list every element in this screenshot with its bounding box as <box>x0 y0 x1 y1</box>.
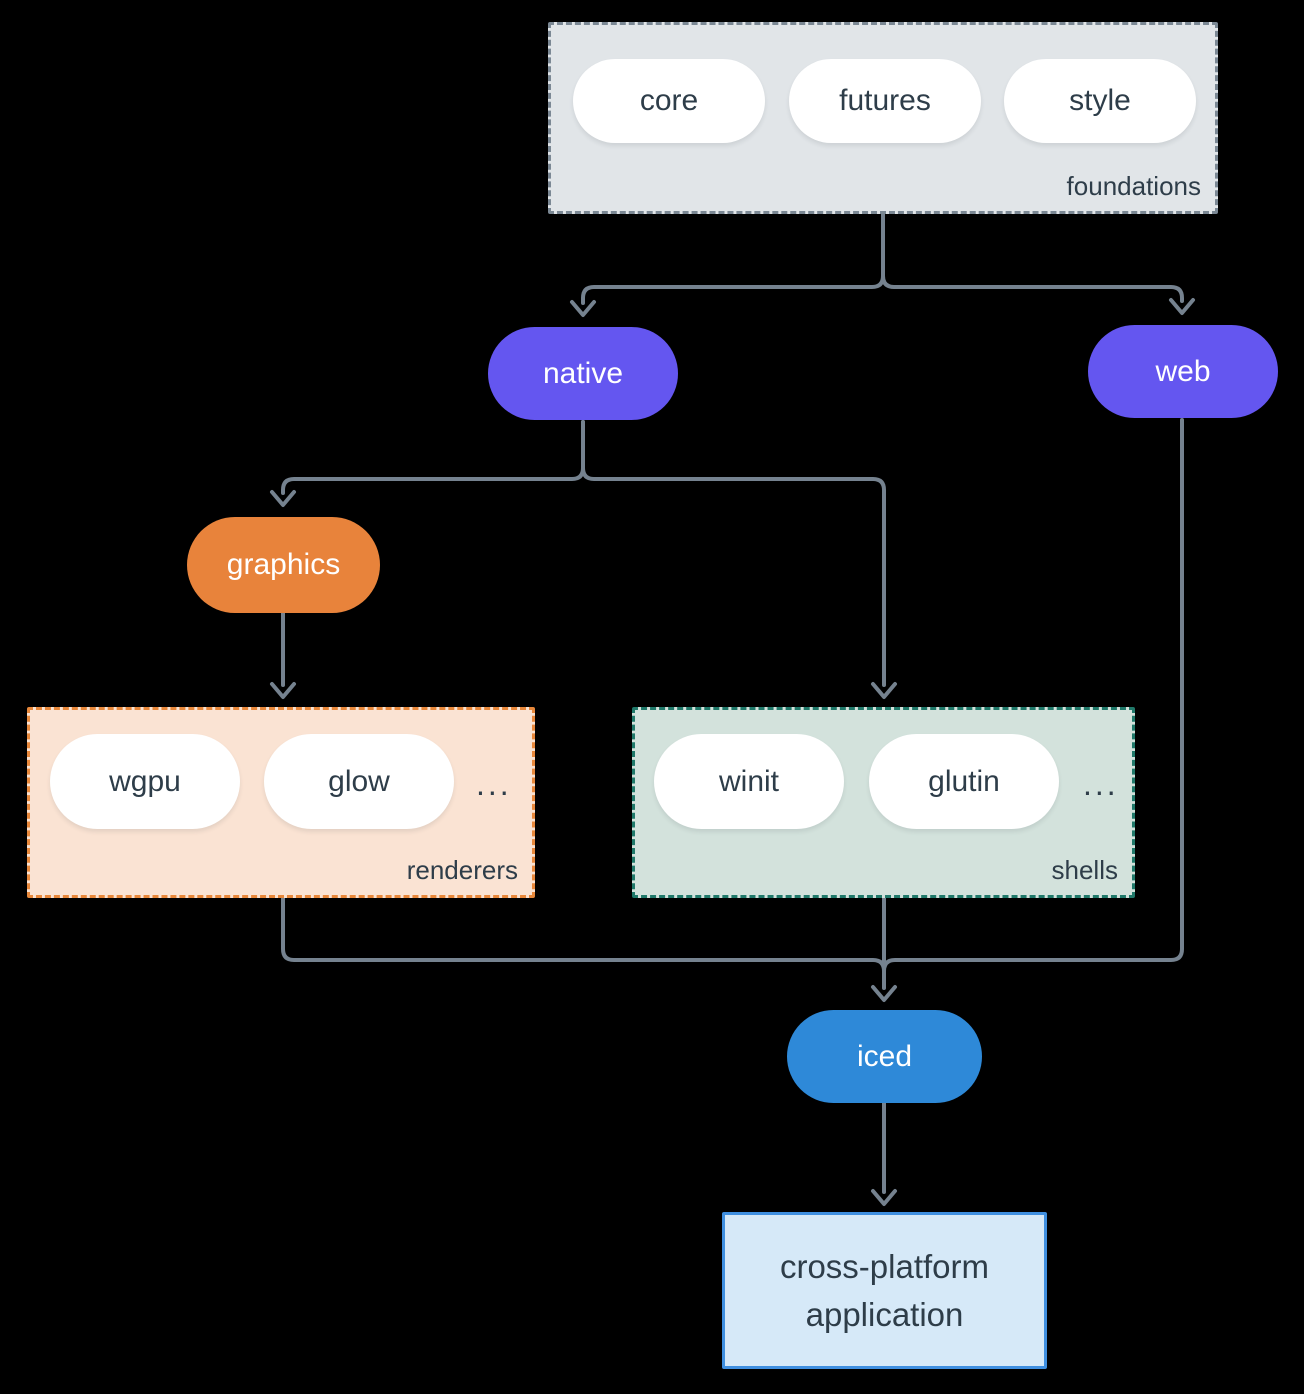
group-renderers-label: renderers <box>406 855 518 885</box>
node-native: native <box>488 327 678 420</box>
edge-foundations-web <box>881 212 1184 303</box>
group-foundations-label: foundations <box>1066 171 1201 201</box>
edge-native-graphics <box>281 420 585 495</box>
arrowhead-application <box>871 1189 897 1206</box>
pill-style: style <box>1004 59 1196 143</box>
node-cross-platform-application: cross-platform application <box>722 1212 1047 1369</box>
pill-wgpu: wgpu <box>50 734 240 829</box>
pill-winit: winit <box>654 734 844 829</box>
group-shells-label: shells <box>1051 855 1118 885</box>
edge-renderers-merge <box>281 896 886 973</box>
pill-core-label: core <box>639 84 699 117</box>
pill-glutin: glutin <box>869 734 1059 829</box>
arrowhead-shells <box>871 682 897 699</box>
node-graphics: graphics <box>187 517 380 613</box>
pill-glow: glow <box>264 734 454 829</box>
node-iced-label: iced <box>856 1039 913 1073</box>
arrowhead-native <box>570 300 596 317</box>
group-foundations: core futures style foundations <box>548 22 1218 214</box>
node-web-label: web <box>1155 354 1211 388</box>
group-renderers: wgpu glow ... renderers <box>27 707 535 898</box>
application-label-line2: application <box>805 1295 964 1333</box>
group-shells: winit glutin ... shells <box>632 707 1135 898</box>
node-native-label: native <box>542 356 624 390</box>
pill-glutin-label: glutin <box>928 764 1000 798</box>
pill-wgpu-label: wgpu <box>109 764 181 798</box>
edge-foundations-native <box>581 212 885 305</box>
pill-style-label: style <box>1069 84 1131 117</box>
node-web: web <box>1088 325 1278 418</box>
pill-glow-label: glow <box>328 764 390 798</box>
node-graphics-label: graphics <box>226 548 341 581</box>
renderers-ellipsis: ... <box>476 766 512 802</box>
pill-futures-label: futures <box>839 84 931 117</box>
arrowhead-graphics <box>270 490 296 507</box>
arrowhead-renderers <box>270 682 296 699</box>
pill-winit-label: winit <box>718 764 779 798</box>
edge-native-shells <box>581 420 886 687</box>
arrowhead-web <box>1169 298 1195 315</box>
arrowhead-iced <box>871 985 897 1002</box>
pill-core: core <box>573 59 765 143</box>
pill-futures: futures <box>789 59 981 143</box>
application-label-line1: cross-platform <box>779 1247 990 1285</box>
shells-ellipsis: ... <box>1083 766 1119 802</box>
node-iced: iced <box>787 1010 982 1103</box>
